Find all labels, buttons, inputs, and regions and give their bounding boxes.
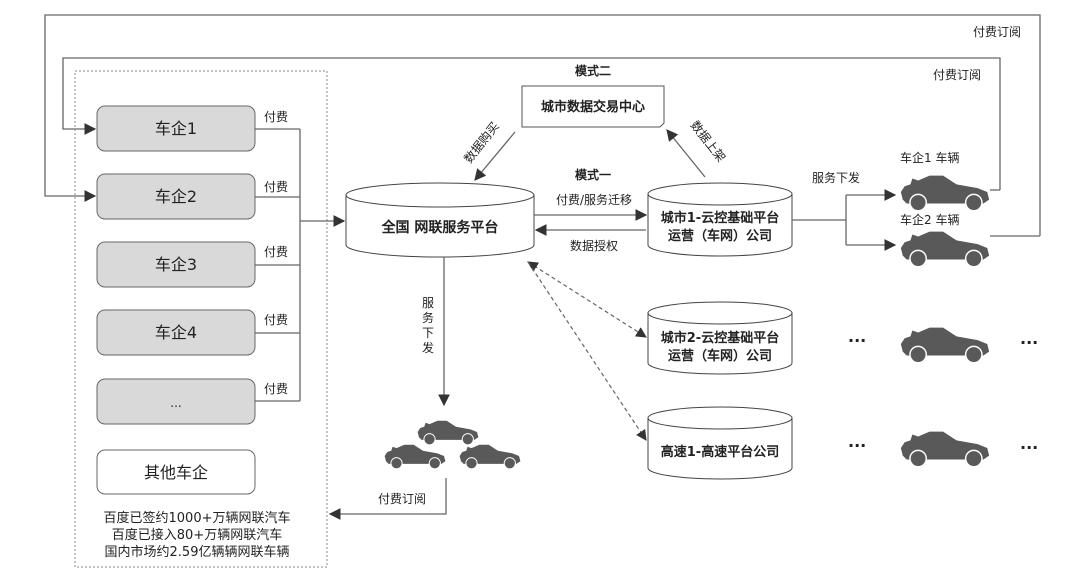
- enterprise-label: ...: [170, 396, 181, 410]
- note-connected: 百度已接入80+万辆网联汽车: [112, 527, 282, 543]
- national-platform-label: 全国 网联服务平台: [381, 219, 499, 236]
- enterprise-panel: [74, 70, 328, 568]
- car-icon-city2: [900, 326, 990, 364]
- city2-line2: 运营（车网）公司: [668, 348, 772, 364]
- data-buy-label: 数据购买: [461, 119, 502, 166]
- ellipsis: ···: [848, 436, 866, 455]
- enterprise-2[interactable]: 车企2: [96, 173, 256, 220]
- city-data-exchange-label: 城市数据交易中心: [541, 99, 645, 115]
- pay-label: 付费: [264, 313, 288, 327]
- data-buy-arrow: [474, 131, 516, 181]
- city-data-exchange[interactable]: 城市数据交易中心: [521, 85, 665, 128]
- city1-line1: 城市1-云控基础平台: [661, 210, 779, 226]
- ellipsis: ···: [1020, 333, 1038, 352]
- bottom-subscribe-arrow: [328, 478, 447, 520]
- mode1-title: 模式一: [575, 167, 611, 182]
- service-down-char: 发: [422, 340, 434, 355]
- enterprise-more[interactable]: ...: [96, 378, 256, 425]
- mode2-title: 模式二: [575, 63, 611, 78]
- ellipsis: ···: [1020, 438, 1038, 457]
- vehicle1-label: 车企1 车辆: [900, 150, 959, 165]
- national-platform[interactable]: 全国 网联服务平台: [345, 182, 535, 258]
- car-icon-fleet: [417, 420, 479, 446]
- data-auth-label: 数据授权: [570, 238, 618, 253]
- city1-line2: 运营（车网）公司: [668, 228, 772, 244]
- service-down-char: 务: [422, 310, 434, 325]
- data-list-arrow: [666, 129, 706, 178]
- city1-platform[interactable]: 城市1-云控基础平台 运营（车网）公司: [647, 182, 793, 257]
- note-market: 国内市场约2.59亿辆辆网联车辆: [105, 544, 290, 560]
- outer-subscribe-label: 付费订阅: [973, 25, 1021, 39]
- enterprise-label: 车企2: [155, 187, 197, 206]
- pay-label: 付费: [264, 245, 288, 259]
- data-list-label: 数据上架: [688, 118, 729, 165]
- enterprise-4[interactable]: 车企4: [96, 309, 256, 356]
- pay-label: 付费: [264, 382, 288, 396]
- other-enterprises[interactable]: 其他车企: [96, 449, 256, 495]
- pay-label: 付费: [264, 110, 288, 124]
- inner-subscribe-line: [62, 57, 1001, 190]
- city2-line1: 城市2-云控基础平台: [661, 330, 779, 346]
- bottom-subscribe-label: 付费订阅: [378, 492, 426, 506]
- pay-migrate-label: 付费/服务迁移: [556, 192, 632, 207]
- car-icon-fleet: [384, 444, 446, 470]
- pay-bus: [255, 128, 346, 402]
- ellipsis: ···: [848, 331, 866, 350]
- enterprise-label: 车企3: [155, 255, 197, 274]
- enterprise-label: 车企4: [155, 323, 197, 342]
- dashed-link-city2: [527, 261, 647, 338]
- car-icon-highway: [900, 430, 990, 468]
- highway-platform[interactable]: 高速1-高速平台公司: [647, 406, 793, 480]
- city2-platform[interactable]: 城市2-云控基础平台 运营（车网）公司: [647, 301, 793, 375]
- service-down-label: 服务下发: [812, 170, 860, 185]
- enterprise-label: 车企1: [155, 119, 197, 138]
- pay-label: 付费: [264, 180, 288, 194]
- inner-subscribe-label: 付费订阅: [933, 68, 981, 82]
- note-signed: 百度已签约1000+万辆网联汽车: [104, 510, 291, 526]
- other-enterprises-label: 其他车企: [144, 463, 208, 482]
- dashed-link-highway: [527, 261, 647, 441]
- vehicle2-label: 车企2 车辆: [900, 212, 959, 227]
- service-down-char: 下: [422, 326, 434, 340]
- outer-subscribe-line: [44, 14, 1041, 236]
- highway-label: 高速1-高速平台公司: [661, 444, 779, 460]
- enterprise-1[interactable]: 车企1: [96, 105, 256, 152]
- car-icon-enterprise1: [900, 174, 990, 212]
- car-icon-enterprise2: [900, 230, 990, 268]
- service-down-char: 服: [422, 296, 434, 310]
- enterprise-3[interactable]: 车企3: [96, 241, 256, 288]
- car-icon-fleet: [459, 444, 521, 470]
